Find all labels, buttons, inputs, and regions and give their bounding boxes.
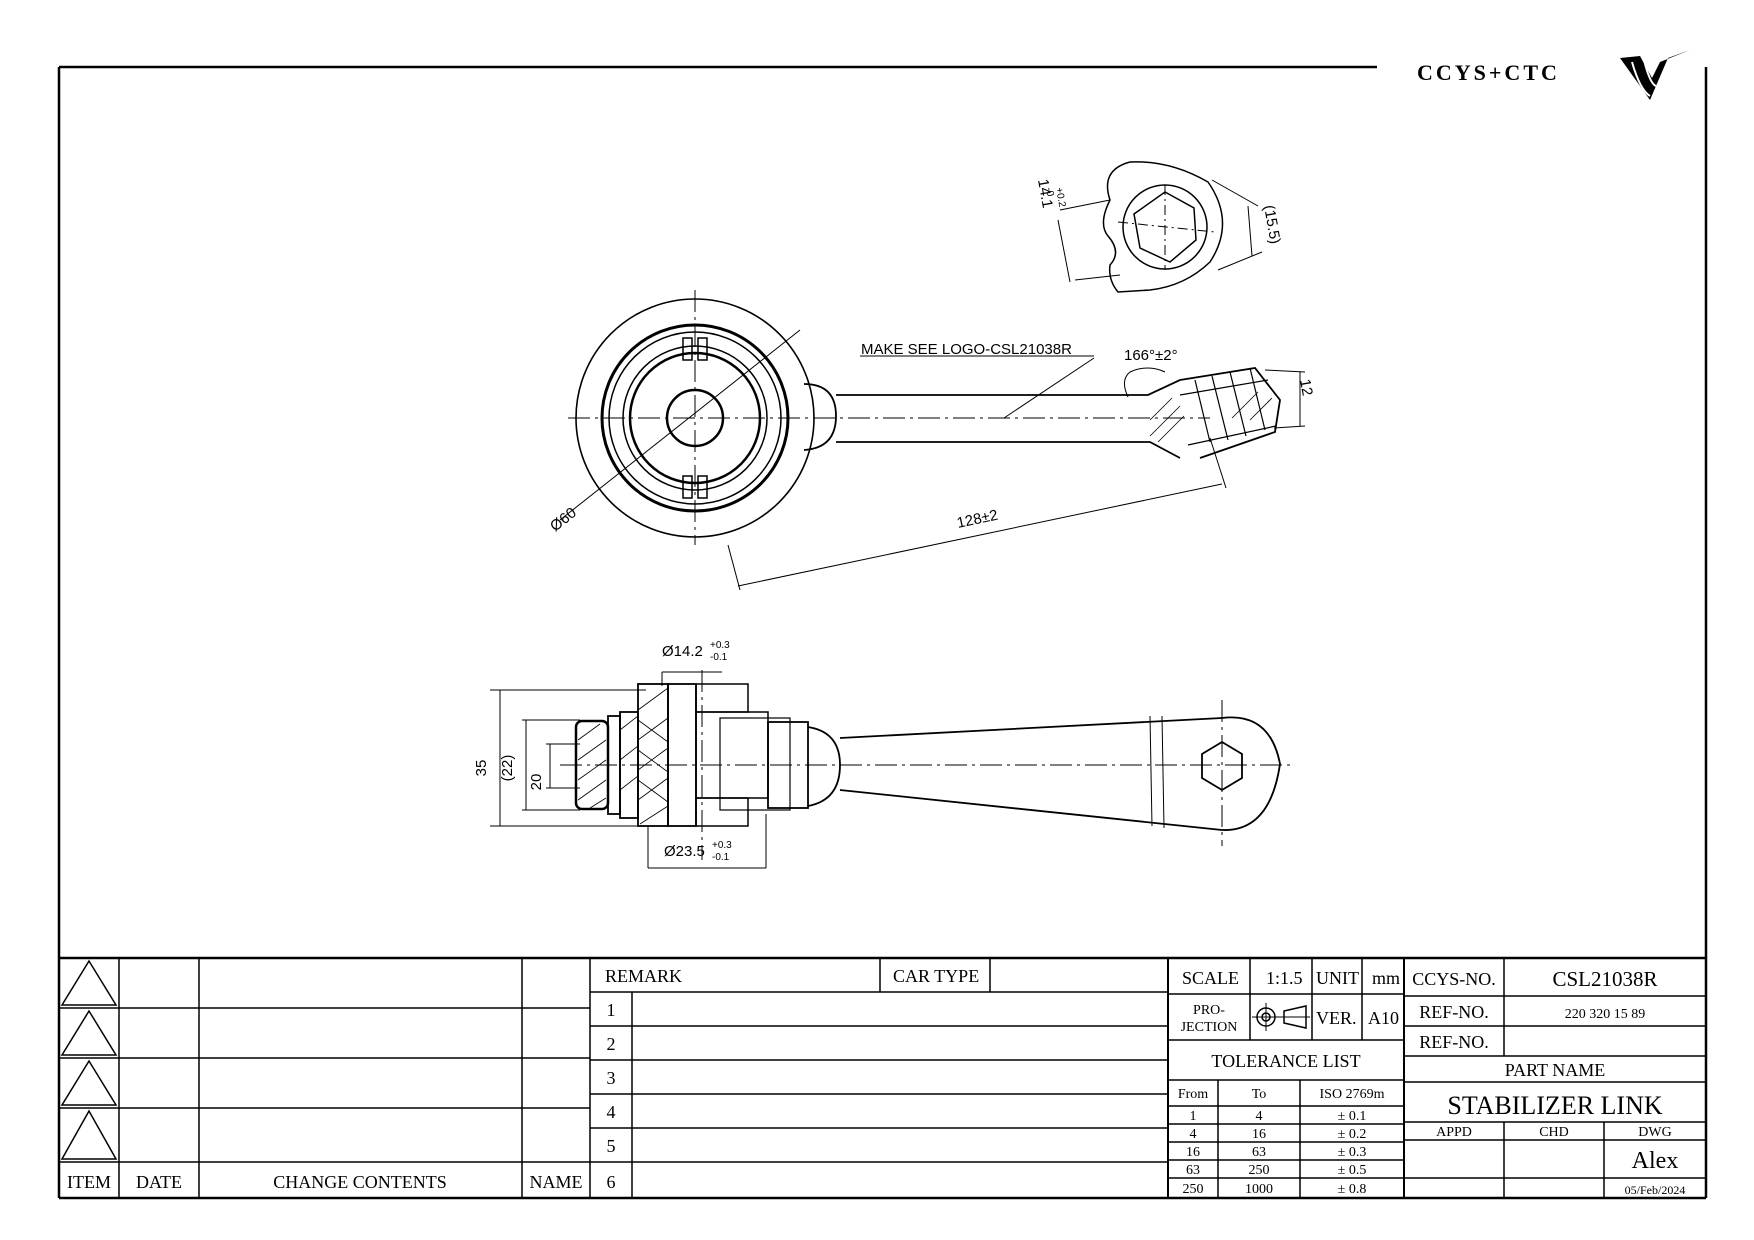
tol-row-4-value: ± 0.5 — [1338, 1163, 1367, 1178]
rev-header-item: ITEM — [67, 1172, 111, 1192]
section-view — [490, 670, 1290, 869]
ccys-no-label: CCYS-NO. — [1412, 969, 1496, 989]
dim-angle: 166°±2° — [1124, 347, 1178, 364]
dim-14-1-tol-lo: -0 — [1043, 187, 1055, 198]
rev-header-name: NAME — [530, 1172, 583, 1192]
tol-header-to: To — [1252, 1087, 1267, 1102]
appd-label: APPD — [1436, 1125, 1472, 1140]
sheet-border — [57, 65, 1708, 1200]
chd-label: CHD — [1539, 1125, 1569, 1140]
hex-end-detail-view — [1057, 161, 1263, 293]
part-name-label: PART NAME — [1505, 1060, 1605, 1080]
tol-row-2-to: 16 — [1252, 1127, 1266, 1142]
dwg-label: DWG — [1638, 1125, 1671, 1140]
brand-logo-text: CCYS+CTC — [1417, 60, 1560, 85]
tol-row-3-to: 63 — [1252, 1145, 1266, 1160]
ref-no-label-2: REF-NO. — [1419, 1032, 1489, 1052]
dwg-name: Alex — [1632, 1148, 1679, 1174]
projection-label-1: PRO- — [1193, 1003, 1225, 1018]
remark-row-6: 6 — [607, 1172, 616, 1192]
remark-row-1: 1 — [607, 1000, 616, 1020]
tol-header-from: From — [1178, 1087, 1208, 1102]
tol-row-1-to: 4 — [1256, 1109, 1263, 1124]
dim-dia-23-5-tol-lo: -0.1 — [712, 852, 730, 863]
tolerance-list-title: TOLERANCE LIST — [1211, 1051, 1360, 1071]
rev-header-change-contents: CHANGE CONTENTS — [273, 1172, 447, 1192]
tol-row-5-value: ± 0.8 — [1338, 1182, 1367, 1197]
tol-row-4-to: 250 — [1249, 1163, 1270, 1178]
note-make-see-logo: MAKE SEE LOGO-CSL21038R — [861, 341, 1072, 358]
dim-15-5: (15.5) — [1260, 204, 1284, 246]
unit-label: UNIT — [1316, 968, 1359, 988]
dim-length-128: 128±2 — [955, 507, 999, 532]
dwg-date: 05/Feb/2024 — [1625, 1183, 1686, 1197]
tol-row-2-value: ± 0.2 — [1338, 1127, 1367, 1142]
remark-label: REMARK — [605, 966, 682, 986]
ref-no-label-1: REF-NO. — [1419, 1002, 1489, 1022]
tolerance-rows: 1 4 ± 0.1 4 16 ± 0.2 16 63 ± 0.3 63 250 … — [1183, 1109, 1367, 1197]
car-type-label: CAR TYPE — [893, 966, 979, 986]
dim-height-22: (22) — [499, 755, 516, 782]
tol-row-2-from: 4 — [1190, 1127, 1197, 1142]
tol-row-5-to: 1000 — [1245, 1182, 1273, 1197]
dim-14-1-tol-up: +0.2 — [1053, 187, 1067, 209]
tol-row-1-value: ± 0.1 — [1338, 1109, 1367, 1124]
part-name-value: STABILIZER LINK — [1447, 1091, 1662, 1120]
remark-block — [590, 958, 1169, 1198]
brand-logo: CCYS+CTC — [1417, 50, 1690, 100]
dim-height-20: 20 — [528, 774, 545, 791]
info-block — [1168, 958, 1405, 1198]
dim-dia-14-2: Ø14.2 — [662, 643, 703, 660]
projection-symbol-icon — [1252, 1003, 1310, 1031]
scale-value: 1:1.5 — [1266, 968, 1303, 988]
tol-header-iso: ISO 2769m — [1320, 1087, 1385, 1102]
ver-label: VER. — [1316, 1008, 1357, 1028]
ref-no-value-1: 220 320 15 89 — [1565, 1007, 1646, 1022]
tol-row-4-from: 63 — [1186, 1163, 1200, 1178]
projection-label-2: JECTION — [1181, 1020, 1238, 1035]
ccys-no-value: CSL21038R — [1552, 967, 1657, 991]
dim-thk-12: 12 — [1296, 378, 1316, 397]
dim-dia-14-2-tol-up: +0.3 — [710, 640, 730, 651]
tol-row-3-from: 16 — [1186, 1145, 1200, 1160]
revision-block — [59, 958, 591, 1198]
tol-row-3-value: ± 0.3 — [1338, 1145, 1367, 1160]
ver-value: A10 — [1368, 1008, 1399, 1028]
unit-value: mm — [1372, 968, 1400, 988]
part-block — [1404, 958, 1706, 1198]
scale-label: SCALE — [1182, 968, 1239, 988]
remark-row-5: 5 — [607, 1136, 616, 1156]
remark-row-3: 3 — [607, 1068, 616, 1088]
dim-height-35: 35 — [473, 760, 490, 777]
remark-row-4: 4 — [607, 1102, 616, 1122]
dim-dia-23-5: Ø23.5 — [664, 843, 705, 860]
tol-row-1-from: 1 — [1190, 1109, 1197, 1124]
brand-logo-emblem-icon — [1620, 50, 1690, 100]
dim-dia-23-5-tol-up: +0.3 — [712, 840, 732, 851]
rev-header-date: DATE — [136, 1172, 182, 1192]
tol-row-5-from: 250 — [1183, 1182, 1204, 1197]
dim-dia-60: Ø60 — [547, 504, 580, 535]
remark-row-2: 2 — [607, 1034, 616, 1054]
plan-view — [559, 290, 1306, 591]
dim-14-1: 14.1 — [1034, 178, 1056, 210]
dim-dia-14-2-tol-lo: -0.1 — [710, 652, 728, 663]
